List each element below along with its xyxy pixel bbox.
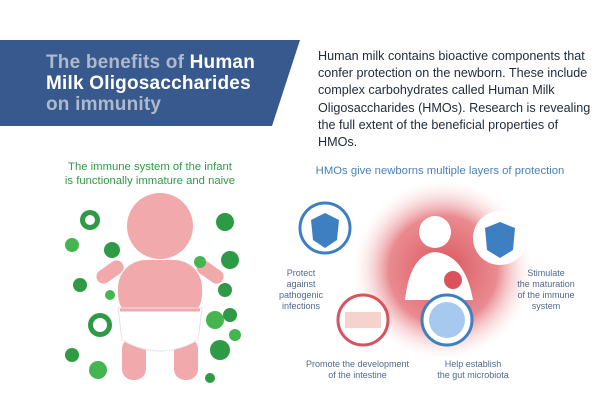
page-title: The benefits of Human Milk Oligosacchari… [46, 52, 286, 115]
immune-shield-icon [485, 222, 515, 258]
microbiota-label-1: Help establish [444, 359, 502, 369]
protect-label-2: against [286, 279, 316, 289]
hmo-protection-heading: HMOs give newborns multiple layers of pr… [315, 165, 565, 177]
microbiota-label: Help establish the gut microbiota [418, 359, 528, 381]
title-suffix: on immunity [46, 94, 162, 115]
banner-shape [0, 40, 300, 126]
baby-germs-illustration [65, 193, 241, 383]
protect-label-4: infections [281, 301, 321, 311]
intestine-tissue [345, 312, 381, 328]
protect-label: Protect against pathogenic infections [278, 268, 324, 312]
title-highlight-1: Human [189, 52, 256, 73]
hmo-illustration [298, 180, 533, 360]
microbiota-label-2: the gut microbiota [437, 370, 509, 380]
baby-icon [96, 193, 224, 380]
diaper [117, 307, 203, 352]
stimulate-label-4: system [531, 301, 561, 311]
germ-icons [65, 210, 241, 383]
stimulate-label-3: of the immune [517, 290, 575, 300]
infant-heading-line2: is functionally immature and naive [64, 175, 236, 187]
title-prefix: The benefits of [46, 52, 185, 73]
intestine-label-2: of the intestine [328, 370, 387, 380]
protect-label-3: pathogenic [278, 290, 324, 300]
intestine-label: Promote the development of the intestine [300, 359, 415, 381]
title-highlight-2: Milk Oligosaccharides [46, 73, 251, 94]
stimulate-label-1: Stimulate [527, 268, 565, 278]
infant-heading-line1: The immune system of the infant [68, 161, 232, 173]
intro-paragraph: Human milk contains bioactive components… [318, 49, 591, 150]
protect-label-1: Protect [286, 268, 316, 278]
stimulate-label-2: the maturation [517, 279, 575, 289]
shield-icon [311, 213, 339, 248]
breastfeeding-mother-icon [405, 216, 473, 300]
microbiota-inner [429, 302, 465, 338]
stimulate-label: Stimulate the maturation of the immune s… [506, 268, 586, 312]
title-banner: The benefits of Human Milk Oligosacchari… [0, 40, 300, 126]
intestine-label-1: Promote the development [305, 359, 410, 369]
infant-immune-heading: The immune system of the infant is funct… [30, 160, 270, 188]
